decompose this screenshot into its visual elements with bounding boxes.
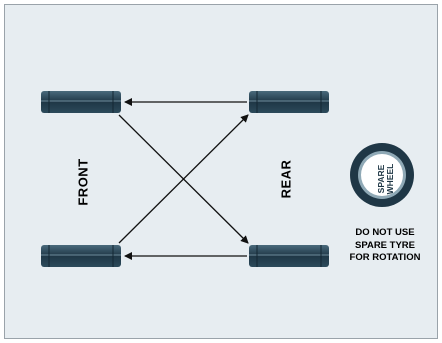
tyre-rear-top [249, 91, 329, 113]
arrow-front-bottom-to-rear-top [118, 114, 249, 244]
warning-line3: FOR ROTATION [349, 252, 421, 263]
spare-tyre-warning: DO NOT USE SPARE TYRE FOR ROTATION [350, 227, 421, 265]
tyre-front-top [41, 91, 121, 113]
spare-wheel-icon [350, 143, 414, 207]
front-label: FRONT [75, 158, 91, 206]
rotation-diagram [41, 91, 414, 267]
warning-line1: DO NOT USE [355, 227, 415, 238]
spare-wheel-label-line2: WHEEL [385, 163, 395, 195]
warning-line2: SPARE TYRE [354, 239, 416, 251]
rear-label: REAR [278, 159, 294, 199]
spare-wheel-label: SPARE WHEEL [376, 159, 395, 199]
tyre-front-bottom [41, 245, 121, 267]
tyre-rear-bottom [249, 245, 329, 267]
diagram-panel: FRONT REAR SPARE WHEEL DO NOT USE SPARE … [4, 4, 438, 339]
